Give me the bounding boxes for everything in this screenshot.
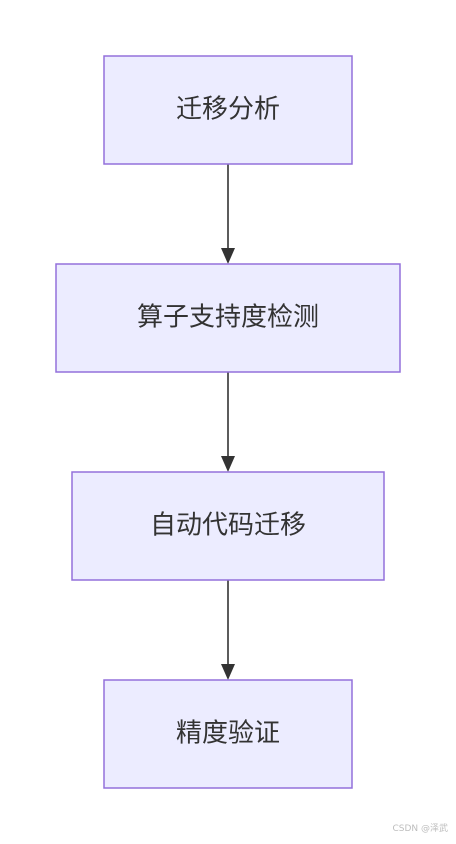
node-auto-code-migration: 自动代码迁移: [71, 471, 385, 581]
node-label: 迁移分析: [176, 95, 280, 125]
edge-auto-migration-to-precision-check: [221, 580, 235, 680]
node-box: [71, 471, 385, 581]
node-label: 精度验证: [176, 719, 280, 749]
node-label: 自动代码迁移: [150, 511, 306, 541]
node-box: [103, 55, 353, 165]
arrow-head-icon: [221, 248, 235, 264]
node-label: 算子支持度检测: [137, 303, 319, 333]
edge-migration-analysis-to-operator-check: [221, 164, 235, 264]
node-operator-support-check: 算子支持度检测: [55, 263, 401, 373]
edge-operator-check-to-auto-migration: [221, 372, 235, 472]
arrow-head-icon: [221, 456, 235, 472]
arrow-head-icon: [221, 664, 235, 680]
node-migration-analysis: 迁移分析: [103, 55, 353, 165]
node-box: [103, 679, 353, 789]
node-precision-verification: 精度验证: [103, 679, 353, 789]
watermark: CSDN @泽武: [392, 824, 448, 834]
node-box: [55, 263, 401, 373]
